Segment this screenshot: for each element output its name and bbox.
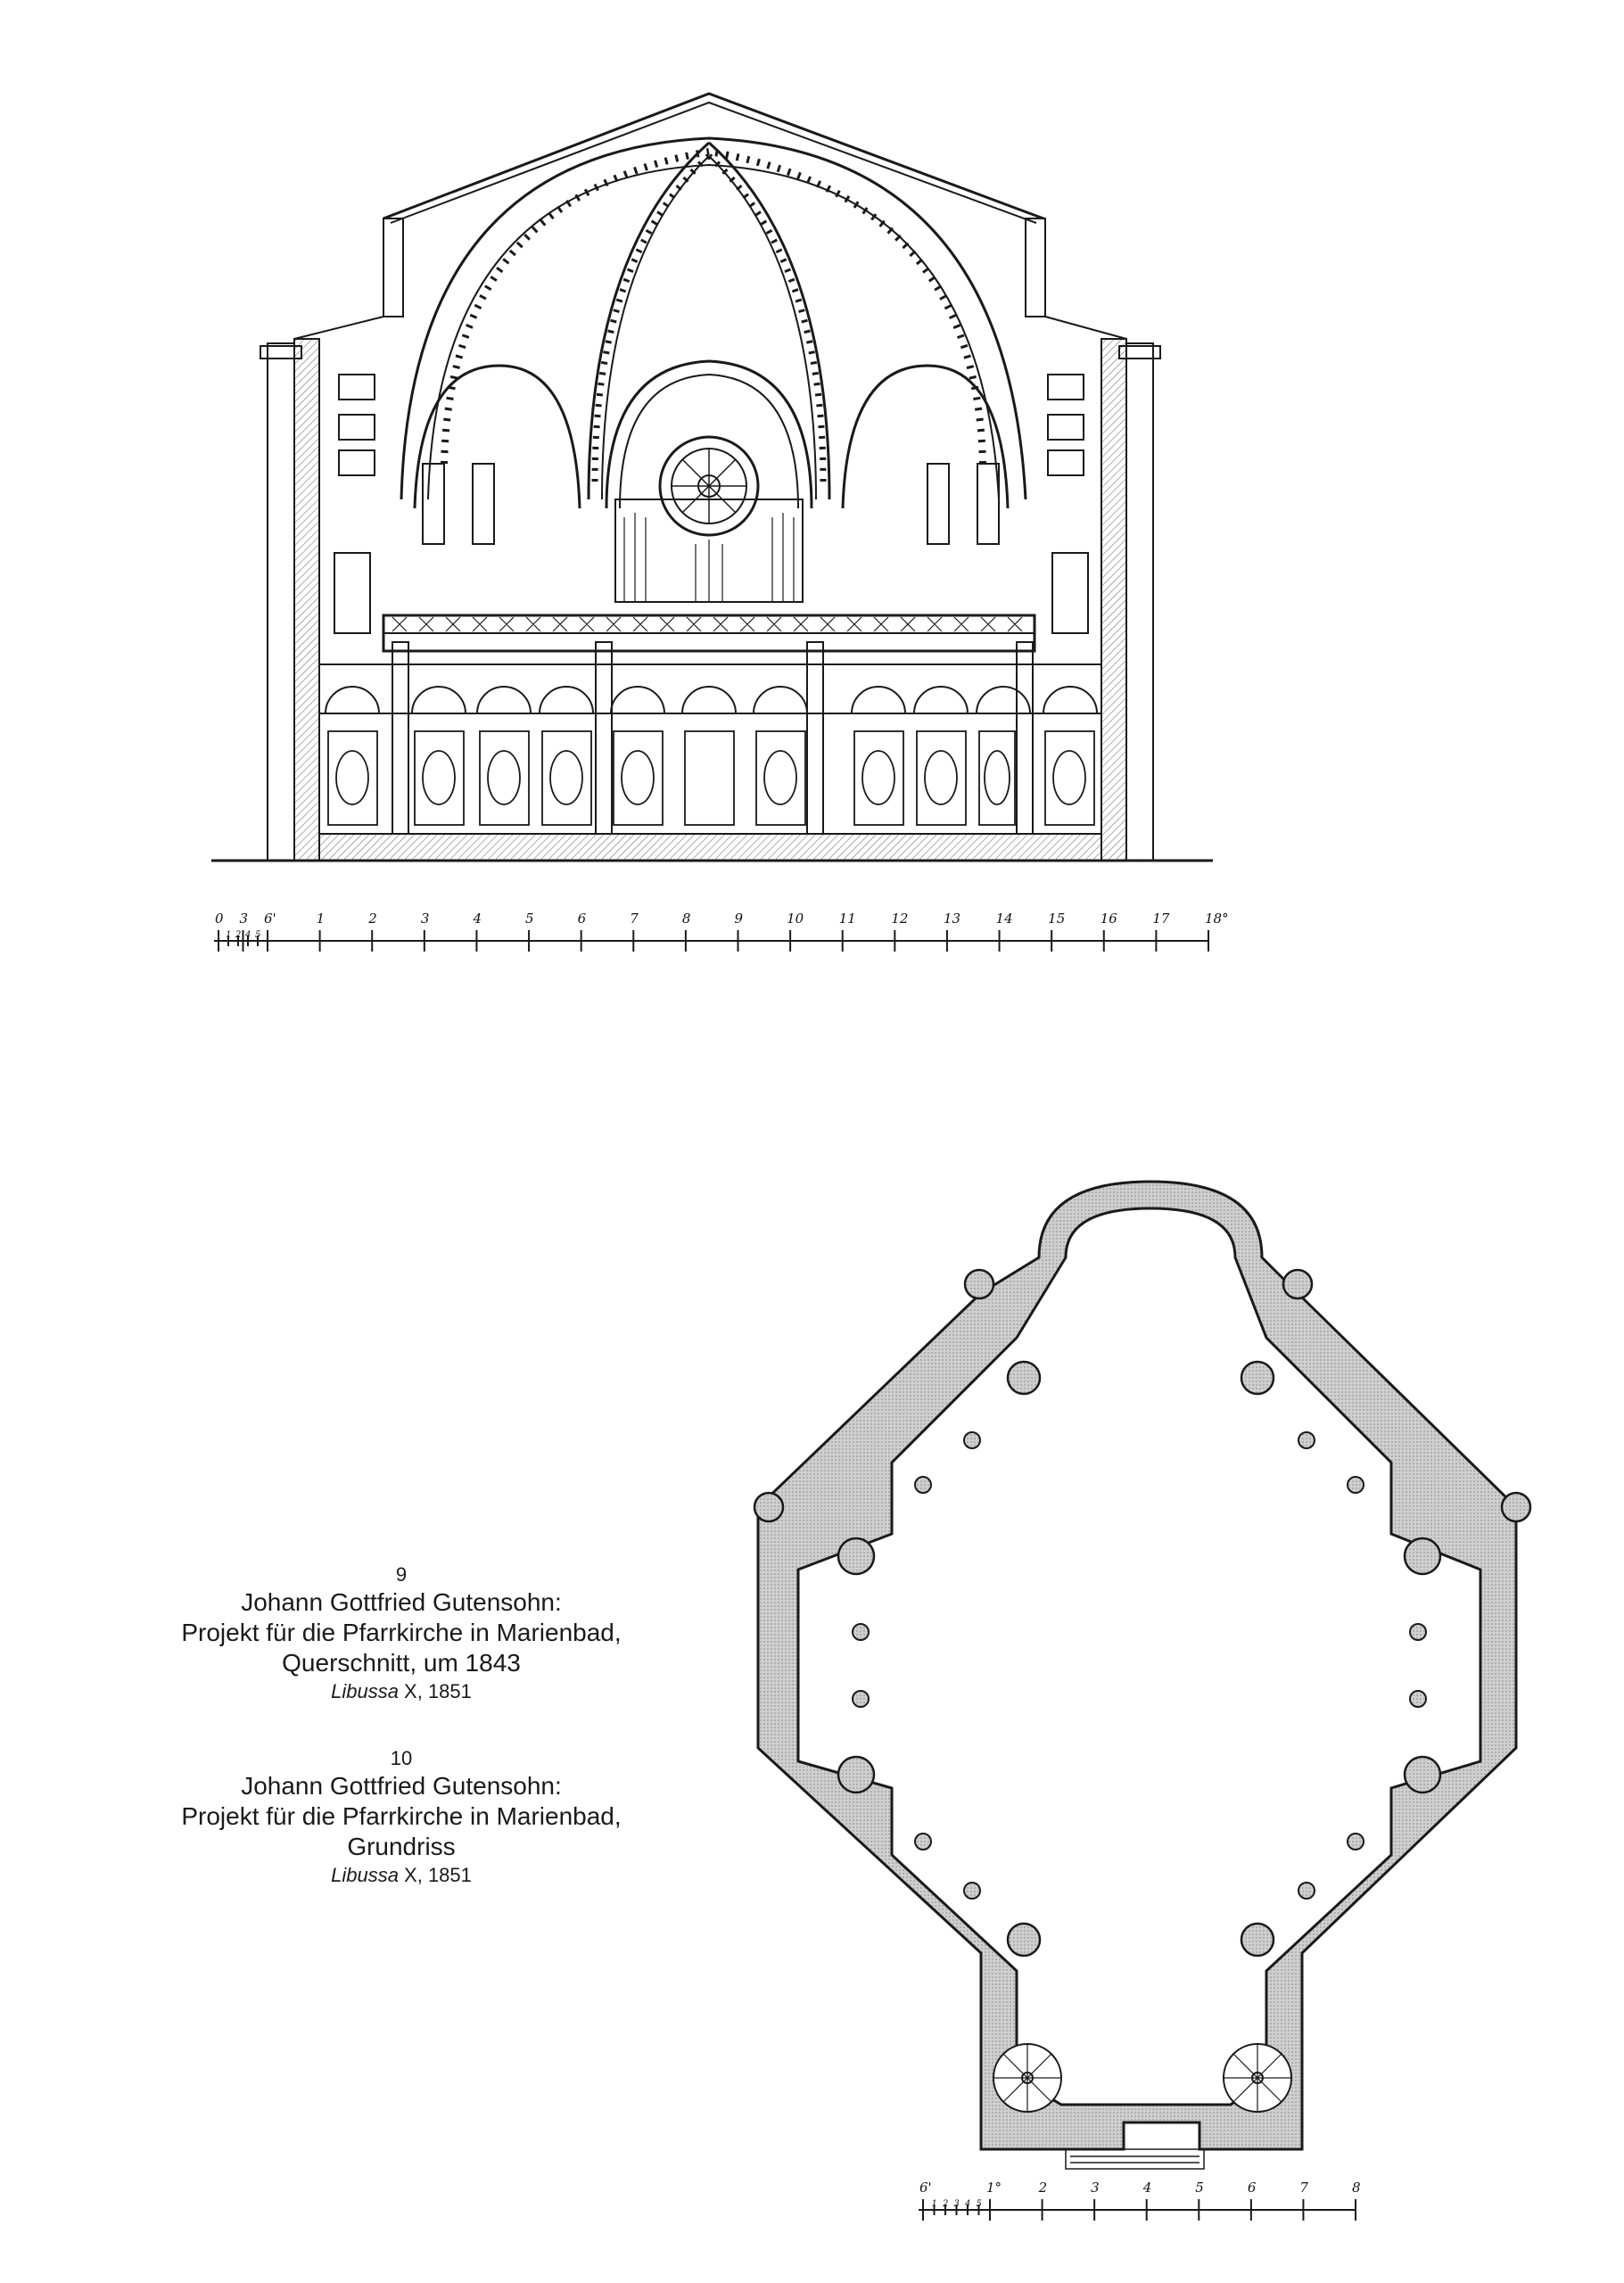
scale-label: 18° (1205, 911, 1229, 927)
interior-columns (852, 1431, 1427, 1900)
caption-figure-10: 10 Johann Gottfried Gutensohn: Projekt f… (134, 1746, 669, 1889)
scale-sublabel: 5 (977, 2199, 982, 2209)
stair-towers (993, 2043, 1292, 2113)
scale-label: 6 (578, 911, 587, 927)
corner-piers (753, 1268, 1532, 1957)
scale-label: 13 (944, 911, 960, 927)
scale-label: 12 (891, 911, 908, 927)
scale-label: 3 (1091, 2180, 1100, 2196)
caption-subtitle: Querschnitt, um 1843 (282, 1649, 521, 1677)
source-detail: X, 1851 (398, 1864, 472, 1886)
source-title: Libussa (331, 1864, 399, 1886)
scale-label: 15 (1048, 911, 1065, 927)
scale-label: 2 (1038, 2180, 1048, 2196)
scale-label: 6 (1248, 2180, 1257, 2196)
plan-scale-bar (919, 2199, 1356, 2221)
caption-subtitle: Grundriss (347, 1833, 456, 1860)
caption-figure-9: 9 Johann Gottfried Gutensohn: Projekt fü… (134, 1562, 669, 1705)
scale-label: 2 (367, 911, 377, 927)
scale-label: 5 (525, 911, 534, 927)
scale-label: 9 (735, 911, 744, 927)
scale-sublabel: 2 (942, 2199, 948, 2209)
scale-sublabel: 1 (932, 2199, 937, 2209)
scale-label: 11 (839, 911, 856, 927)
section-scale-bar (214, 930, 1209, 952)
scale-label: 6' (264, 911, 276, 927)
scale-label: 5 (1195, 2180, 1204, 2196)
scale-label: 4 (472, 911, 482, 927)
caption-author: Johann Gottfried Gutensohn: (241, 1772, 562, 1800)
caption-source: Libussa X, 1851 (134, 1678, 669, 1705)
scale-label: 16 (1101, 911, 1118, 927)
scale-sublabel: 4 (244, 930, 251, 940)
source-detail: X, 1851 (398, 1680, 472, 1702)
scale-label: 3 (240, 911, 249, 927)
source-title: Libussa (331, 1680, 399, 1702)
scale-label: 7 (1299, 2180, 1308, 2196)
scale-label: 8 (682, 911, 691, 927)
scale-label: 4 (1142, 2180, 1152, 2196)
scale-label: 6' (919, 2180, 932, 2196)
scale-sublabel: 1 (226, 930, 231, 940)
scale-label: 1° (986, 2180, 1002, 2196)
scale-sublabel: 2 (235, 930, 241, 940)
scale-label: 14 (996, 911, 1013, 927)
caption-title: Projekt für die Pfarrkirche in Marienbad… (181, 1619, 622, 1646)
scale-label: 3 (421, 911, 430, 927)
scale-sublabel: 4 (964, 2199, 970, 2209)
scale-label: 0 (215, 911, 224, 927)
caption-title: Projekt für die Pfarrkirche in Marienbad… (181, 1802, 622, 1830)
scale-sublabel: 5 (255, 930, 260, 940)
scale-label: 17 (1152, 911, 1170, 927)
scale-label: 8 (1352, 2180, 1361, 2196)
caption-source: Libussa X, 1851 (134, 1862, 669, 1889)
caption-author: Johann Gottfried Gutensohn: (241, 1588, 562, 1616)
scale-label: 7 (630, 911, 639, 927)
figure-number: 9 (395, 1563, 408, 1586)
scale-sublabel: 3 (954, 2199, 960, 2209)
figure-number: 10 (390, 1747, 413, 1769)
scale-label: 10 (787, 911, 804, 927)
scale-label: 1 (317, 911, 326, 927)
